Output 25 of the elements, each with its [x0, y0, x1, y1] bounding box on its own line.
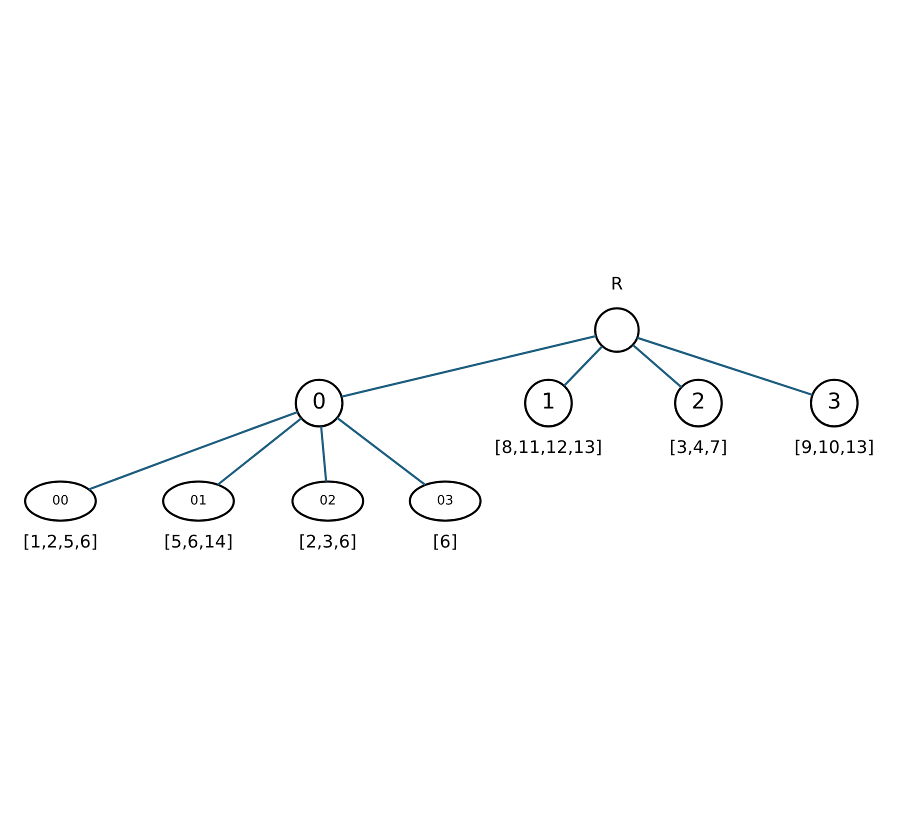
node-label: R — [610, 274, 622, 295]
node-ellipse: 00 — [24, 480, 96, 522]
connector — [336, 417, 426, 486]
node-circle: 1 — [524, 378, 572, 428]
connector — [320, 426, 327, 482]
node-circle — [594, 307, 640, 353]
node-label: [9,10,13] — [794, 438, 874, 458]
node-ellipse: 03 — [408, 480, 482, 522]
node-label: [5,6,14] — [164, 532, 232, 553]
node-circle: 0 — [294, 378, 343, 428]
node-circle: 2 — [674, 378, 722, 428]
connector — [632, 344, 682, 388]
node-label: [8,11,12,13] — [494, 438, 602, 458]
connector — [636, 336, 812, 396]
node-circle: 3 — [809, 378, 858, 428]
node-ellipse: 01 — [162, 480, 234, 522]
node-label: [1,2,5,6] — [22, 532, 98, 553]
connector — [340, 335, 596, 398]
node-label: [3,4,7] — [669, 438, 727, 458]
node-label: [6] — [432, 532, 458, 553]
node-ellipse: 02 — [290, 480, 364, 522]
connector — [88, 410, 298, 490]
connector — [216, 417, 302, 486]
node-label: [2,3,6] — [298, 532, 356, 553]
connector — [562, 346, 602, 386]
